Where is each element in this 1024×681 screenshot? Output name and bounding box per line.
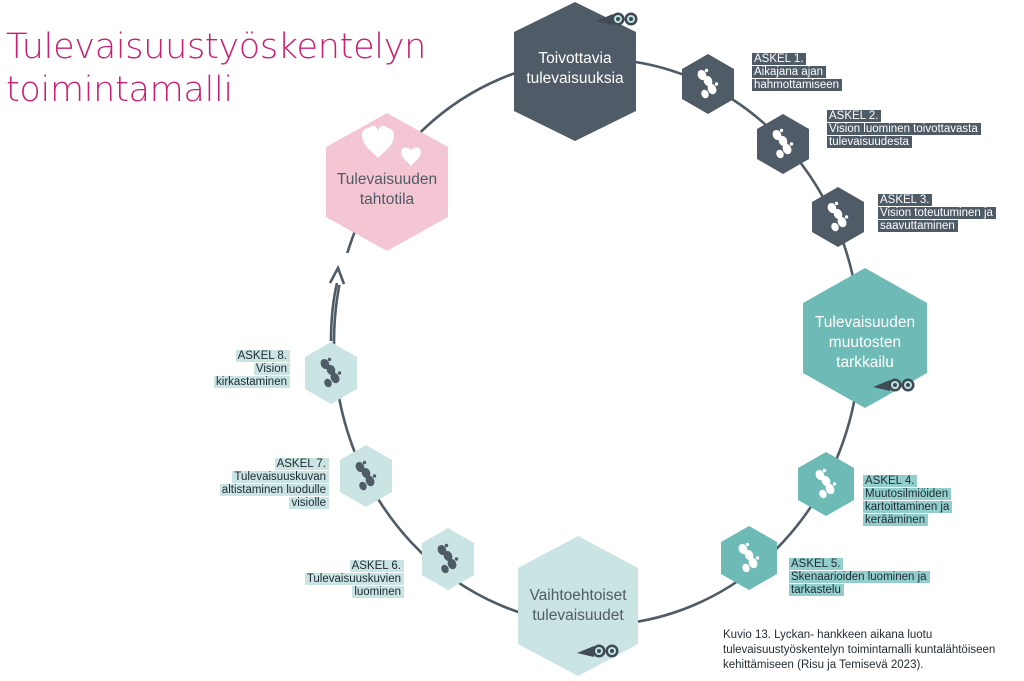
step-hex-2 <box>757 114 809 174</box>
cycle-arrow-shaft <box>329 282 339 342</box>
node-alternative-line1: Vaihtoehtoiset <box>529 587 627 604</box>
node-hopeful-line1: Toivottavia <box>538 50 612 67</box>
node-alternative-futures: Vaihtoehtoiset tulevaisuudet <box>518 536 638 676</box>
node-desired-future: Tulevaisuuden tahtotila <box>326 113 448 251</box>
step-6-heading: ASKEL 6. <box>349 560 404 572</box>
caption-line2: tulevaisuustyöskentelyn toimintamalli ku… <box>723 644 996 656</box>
node-monitoring-line1: Tulevaisuuden <box>815 314 915 331</box>
step-4-line1: Muutosilmiöiden <box>863 488 952 500</box>
node-desired-line2: tahtotila <box>360 191 415 208</box>
step-hex-7 <box>340 445 392 507</box>
caption-line3: kehittämiseen (Risu ja Temisevä 2023). <box>723 659 924 671</box>
node-desired-line1: Tulevaisuuden <box>337 171 437 188</box>
cycle-arrowhead <box>328 264 346 285</box>
step-hex-3 <box>812 187 864 247</box>
step-hex-8 <box>305 342 357 404</box>
page-title-line2: toimintamalli <box>6 70 233 110</box>
figure-caption: Kuvio 13. Lyckan- hankkeen aikana luotu … <box>723 628 1013 673</box>
step-label-8: ASKEL 8. Vision kirkastaminen <box>198 350 290 389</box>
caption-line1: Kuvio 13. Lyckan- hankkeen aikana luotu <box>723 629 933 641</box>
step-6-line2: luominen <box>352 586 404 598</box>
step-label-5: ASKEL 5. Skenaarioiden luominen ja tarka… <box>789 558 930 597</box>
step-5-heading: ASKEL 5. <box>789 558 844 570</box>
step-8-line1: Vision <box>253 363 290 375</box>
node-monitoring-line2: muutosten <box>829 334 901 351</box>
step-label-3: ASKEL 3. Vision toteutuminen ja saavutta… <box>878 194 996 233</box>
step-7-line2: altistaminen luodulle <box>219 484 329 496</box>
step-7-heading: ASKEL 7. <box>274 458 329 470</box>
step-1-line2: hahmottamiseen <box>752 79 843 91</box>
step-label-6: ASKEL 6. Tulevaisuuskuvien luominen <box>262 560 404 599</box>
step-2-line2: tulevaisuudesta <box>827 136 912 148</box>
step-4-line2: kartoittaminen ja <box>863 501 953 513</box>
step-2-heading: ASKEL 2. <box>827 110 882 122</box>
step-3-heading: ASKEL 3. <box>878 194 933 206</box>
node-alternative-line2: tulevaisuudet <box>532 607 624 624</box>
step-3-line2: saavuttaminen <box>878 220 958 232</box>
step-4-heading: ASKEL 4. <box>863 475 918 487</box>
step-8-line2: kirkastaminen <box>214 376 290 388</box>
step-hex-1 <box>682 54 734 114</box>
step-label-2: ASKEL 2. Vision luominen toivottavasta t… <box>827 110 981 149</box>
step-1-heading: ASKEL 1. <box>752 53 807 65</box>
step-label-1: ASKEL 1. Aikajana ajan hahmottamiseen <box>752 53 843 92</box>
step-hex-4 <box>798 452 854 516</box>
hearts-icon <box>362 125 421 166</box>
step-hex-5 <box>721 526 777 590</box>
step-label-4: ASKEL 4. Muutosilmiöiden kartoittaminen … <box>863 475 953 527</box>
step-7-line3: visiolle <box>289 497 329 509</box>
step-5-line1: Skenaarioiden luominen ja <box>789 571 930 583</box>
node-hopeful-line2: tulevaisuuksia <box>526 70 624 87</box>
step-3-line1: Vision toteutuminen ja <box>878 207 996 219</box>
step-4-line3: kerääminen <box>863 514 929 526</box>
node-hopeful-futures: Toivottavia tulevaisuuksia <box>514 2 638 141</box>
step-hex-6 <box>422 528 474 590</box>
node-monitoring-line3: tarkkailu <box>836 354 894 371</box>
step-5-line2: tarkastelu <box>789 584 844 596</box>
step-2-line1: Vision luominen toivottavasta <box>827 123 981 135</box>
step-label-7: ASKEL 7. Tulevaisuuskuvan altistaminen l… <box>178 458 329 510</box>
page-title-line1: Tulevaisuustyöskentelyn <box>6 27 427 67</box>
page-title: Tulevaisuustyöskentelyn toimintamalli <box>6 26 426 112</box>
step-6-line1: Tulevaisuuskuvien <box>304 573 404 585</box>
step-7-line1: Tulevaisuuskuvan <box>232 471 329 483</box>
step-1-line1: Aikajana ajan <box>752 66 827 78</box>
node-monitoring: Tulevaisuuden muutosten tarkkailu <box>803 268 927 408</box>
step-8-heading: ASKEL 8. <box>235 350 290 362</box>
